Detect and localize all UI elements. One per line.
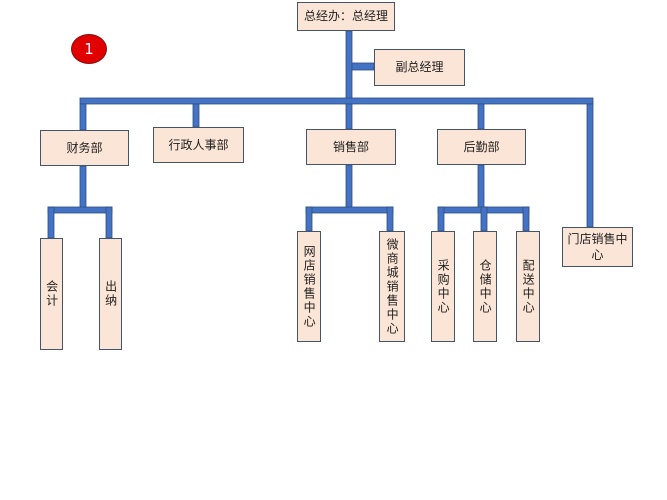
connector-sales-drop-b	[386, 206, 394, 232]
box-finance-dept: 财务部	[40, 130, 129, 166]
connector-logi-drop-a	[437, 206, 445, 232]
connector-drop-sales	[345, 103, 353, 130]
connector-drop-admin	[192, 103, 200, 128]
label-purchasing-center: 采购中心	[436, 258, 451, 315]
connector-finance-drop-a	[47, 206, 55, 239]
connector-finance-down	[79, 165, 87, 211]
label-online-store-sales: 网店销售中心	[302, 244, 317, 329]
connector-drop-finance	[79, 103, 87, 131]
connector-finance-bus	[47, 206, 113, 214]
box-distribution-center: 配送中心	[516, 231, 540, 342]
box-store-sales-center: 门店销售中心	[562, 227, 633, 267]
connector-logi-drop-b	[480, 206, 488, 232]
label-warehouse-center: 仓储中心	[478, 258, 493, 315]
box-sales-dept: 销售部	[306, 129, 396, 165]
connector-sales-drop-a	[305, 206, 313, 232]
box-general-manager: 总经办：总经理	[297, 2, 395, 31]
label-micro-mall-sales: 微商城销售中心	[385, 237, 400, 336]
box-online-store-sales: 网店销售中心	[297, 231, 321, 342]
box-deputy-gm: 副总经理	[374, 49, 465, 86]
connector-drop-logistics	[477, 103, 485, 130]
connector-trunk-top	[345, 30, 353, 104]
connector-sales-down	[345, 164, 353, 211]
label-accounting: 会计	[44, 280, 59, 308]
box-accounting: 会计	[40, 238, 63, 350]
box-micro-mall-sales: 微商城销售中心	[379, 231, 405, 342]
page-number-badge: 1	[71, 34, 107, 64]
connector-group	[47, 30, 594, 239]
connector-sales-bus	[305, 206, 394, 214]
connector-logi-down	[477, 164, 485, 211]
box-cashier: 出纳	[99, 238, 122, 350]
box-logistics-dept: 后勤部	[437, 129, 526, 165]
box-warehouse-center: 仓储中心	[473, 231, 497, 342]
connector-finance-drop-b	[105, 206, 113, 239]
connector-deputy-stub	[351, 62, 375, 71]
box-purchasing-center: 采购中心	[431, 231, 455, 342]
connector-drop-store	[586, 103, 594, 228]
connector-logi-drop-c	[522, 206, 530, 232]
label-distribution-center: 配送中心	[521, 258, 536, 315]
connector-main-bus	[79, 97, 594, 105]
box-admin-hr-dept: 行政人事部	[153, 127, 244, 163]
label-cashier: 出纳	[103, 280, 118, 308]
